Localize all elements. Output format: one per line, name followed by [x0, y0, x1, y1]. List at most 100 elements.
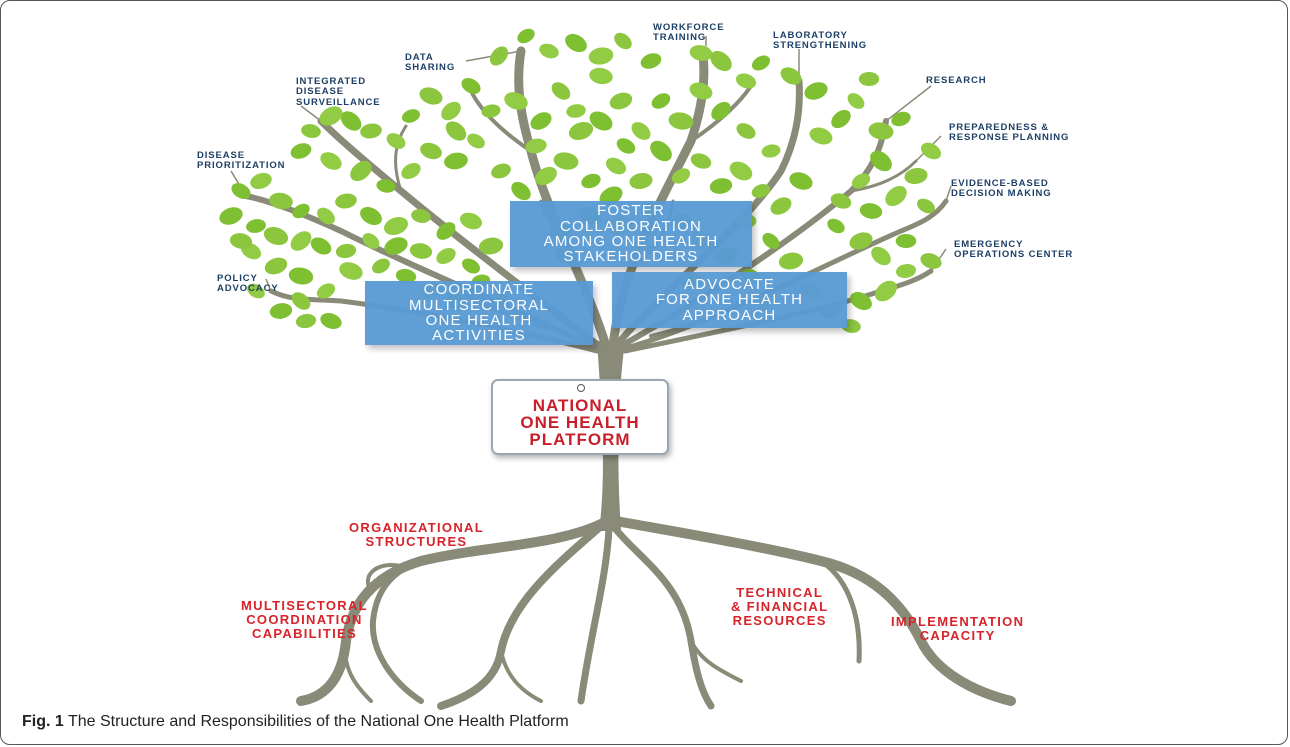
- leaf: [553, 152, 579, 170]
- leaf: [689, 82, 713, 100]
- leaf: [489, 46, 509, 66]
- national-platform-sign: NATIONAL ONE HEALTH PLATFORM: [491, 379, 669, 455]
- leaf: [827, 218, 845, 234]
- leaf: [319, 106, 343, 126]
- leaf: [871, 246, 891, 266]
- leaf: [269, 192, 293, 210]
- leaf: [762, 232, 780, 250]
- leaf: [761, 144, 781, 158]
- leaf: [401, 109, 421, 123]
- leaf: [339, 262, 363, 280]
- leaf: [609, 92, 633, 110]
- platform-title: NATIONAL ONE HEALTH PLATFORM: [520, 396, 640, 449]
- leaf: [246, 219, 266, 233]
- leaf: [360, 206, 382, 226]
- label-research: RESEARCH: [926, 75, 987, 86]
- leaf: [360, 123, 382, 139]
- leaf: [436, 222, 456, 240]
- label-disease-prioritization: DISEASE PRIORITIZATION: [197, 150, 286, 172]
- leaf: [539, 43, 559, 59]
- leaf: [441, 101, 461, 121]
- leaf: [551, 82, 571, 100]
- leaf: [362, 233, 380, 249]
- figure-caption: Fig. 1 The Structure and Responsibilitie…: [22, 713, 569, 731]
- leaf: [290, 231, 312, 251]
- leaf: [859, 203, 883, 219]
- leaf: [219, 207, 243, 225]
- leaf: [778, 252, 804, 270]
- label-integrated-disease-surveillance: INTEGRATED DISEASE SURVEILLANCE: [296, 76, 381, 108]
- leaf: [629, 172, 653, 190]
- leaf: [229, 233, 253, 249]
- leaf: [689, 45, 713, 61]
- leaf: [263, 226, 289, 246]
- leaf: [292, 203, 310, 219]
- leaf: [320, 313, 342, 329]
- leaf: [599, 186, 623, 206]
- label-workforce-training: WORKFORCE TRAINING: [653, 22, 725, 44]
- leaf: [668, 112, 694, 130]
- leaf: [870, 150, 892, 172]
- leaf: [511, 181, 531, 201]
- leaf: [729, 161, 753, 181]
- leaf: [478, 237, 504, 255]
- leaf: [530, 112, 552, 130]
- leaf: [395, 268, 417, 284]
- caption-text: The Structure and Responsibilities of th…: [67, 713, 569, 730]
- leaf: [830, 193, 852, 209]
- leaf: [650, 140, 672, 162]
- leaf: [917, 198, 935, 214]
- leaf: [631, 122, 651, 140]
- leaf: [640, 53, 662, 69]
- box-coordinate-activities: COORDINATE MULTISECTORAL ONE HEALTH ACTI…: [365, 281, 593, 345]
- leaf: [481, 104, 501, 118]
- tree-roots: [296, 516, 1016, 710]
- leaf: [525, 138, 547, 154]
- leaf: [444, 152, 468, 170]
- label-data-sharing: DATA SHARING: [405, 52, 456, 74]
- leaf: [264, 257, 288, 275]
- leaf: [436, 247, 456, 265]
- label-organizational-structures: ORGANIZATIONAL STRUCTURES: [349, 520, 484, 550]
- leaf: [735, 73, 757, 89]
- leaf: [895, 234, 917, 248]
- leaf: [269, 303, 293, 319]
- leaf: [868, 122, 894, 140]
- leaf: [581, 173, 601, 189]
- label-technical-financial-resources: TECHNICAL & FINANCIAL RESOURCES: [731, 585, 829, 629]
- leaf: [588, 47, 614, 65]
- leaf: [875, 280, 897, 302]
- leaf: [231, 183, 251, 199]
- leaf: [372, 258, 390, 274]
- leaf: [409, 243, 433, 259]
- leaf: [386, 133, 406, 149]
- leaf: [376, 179, 396, 193]
- leaf: [690, 153, 712, 169]
- leaf: [804, 82, 828, 100]
- leaf: [589, 111, 613, 131]
- leaf: [401, 162, 421, 180]
- label-multisectoral-coordination-capabilities: MULTISECTORAL COORDINATION CAPABILITIES: [241, 598, 368, 642]
- leaf: [849, 232, 873, 250]
- leaf: [904, 167, 928, 185]
- caption-label: Fig. 1: [22, 713, 64, 730]
- leaf: [736, 123, 756, 139]
- leaf: [290, 143, 312, 159]
- leaf: [335, 193, 357, 209]
- leaf: [504, 92, 528, 110]
- leaf: [461, 258, 481, 274]
- leaf: [851, 173, 871, 189]
- leaf: [920, 142, 942, 160]
- label-evidence-based-decision-making: EVIDENCE-BASED DECISION MAKING: [951, 178, 1052, 200]
- leaf: [809, 127, 833, 145]
- leaf: [920, 253, 942, 269]
- leaf: [250, 172, 272, 190]
- leaf: [671, 168, 691, 184]
- box-foster-collaboration: FOSTER COLLABORATION AMONG ONE HEALTH ST…: [510, 201, 752, 267]
- box-advocate-approach: ADVOCATE FOR ONE HEALTH APPROACH: [612, 272, 847, 328]
- leaf: [605, 157, 627, 175]
- leaf: [566, 104, 586, 118]
- leaf: [858, 72, 880, 86]
